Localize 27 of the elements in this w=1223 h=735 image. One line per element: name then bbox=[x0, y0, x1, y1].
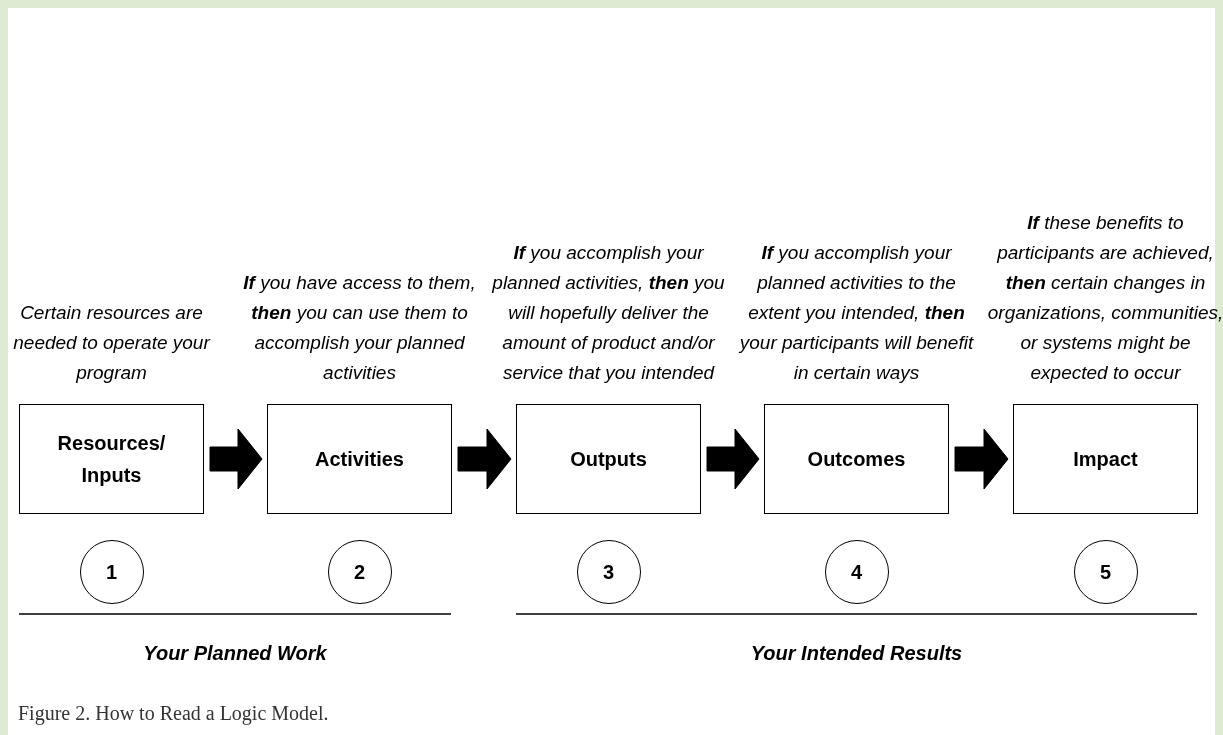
step-number: 4 bbox=[850, 560, 863, 585]
description-text: If you accomplish your planned activities, then you will hopefully deliver the amount of product and/or service that you intended bbox=[491, 241, 726, 385]
description-text: Certain resources are needed to operate your program bbox=[12, 301, 212, 385]
stage-title: Resources/ Inputs bbox=[56, 431, 167, 488]
group-label: Your Planned Work bbox=[143, 642, 327, 664]
description-text: If you accomplish your planned activities to the extent you intended, then your participants will benefit in certain ways bbox=[738, 241, 975, 385]
step-number: 3 bbox=[602, 560, 615, 585]
description-text: If these benefits to participants are achieved, then certain changes in organizations, communities, or systems might be expected to occur bbox=[987, 211, 1223, 385]
block-arrow bbox=[706, 428, 760, 490]
step-number: 5 bbox=[1099, 560, 1112, 585]
stage-box bbox=[1013, 404, 1198, 514]
group-label: Your Intended Results bbox=[750, 642, 963, 664]
description-text: If you have access to them, then you can use them to accomplish your planned activities bbox=[242, 271, 477, 385]
block-arrow bbox=[954, 428, 1009, 490]
stage-box bbox=[516, 404, 701, 514]
stage-title: Impact bbox=[1073, 447, 1138, 472]
step-number: 2 bbox=[353, 560, 366, 585]
stage-title: Outcomes bbox=[807, 447, 906, 472]
stage-box bbox=[267, 404, 452, 514]
stage-box bbox=[19, 404, 204, 514]
figure-caption: Figure 2. How to Read a Logic Model. bbox=[18, 702, 329, 724]
stage-title: Outputs bbox=[570, 447, 647, 472]
block-arrow bbox=[457, 428, 512, 490]
block-arrow bbox=[209, 428, 263, 490]
step-number: 1 bbox=[105, 560, 118, 585]
stage-box bbox=[764, 404, 949, 514]
stage-title: Activities bbox=[315, 447, 404, 472]
